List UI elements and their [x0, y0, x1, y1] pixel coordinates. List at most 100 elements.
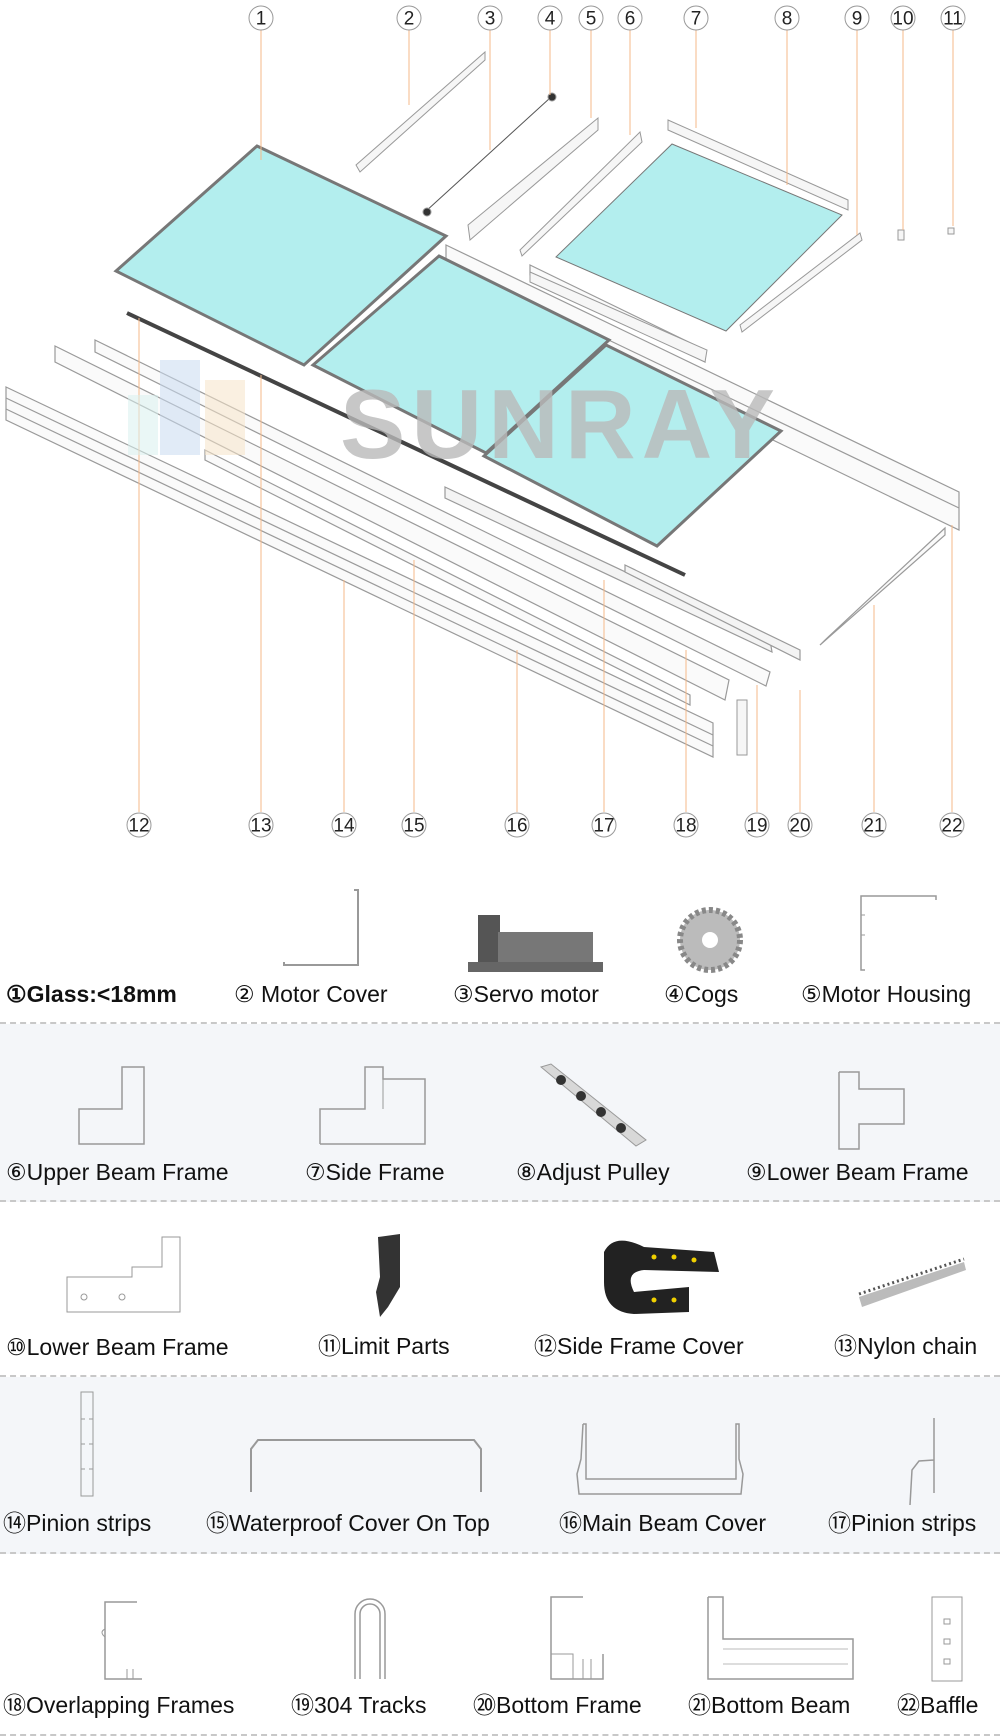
part-label: ⑬Nylon chain: [834, 1333, 978, 1359]
callout-number: 10: [892, 9, 913, 30]
callout-number: 4: [545, 9, 556, 30]
callout-number: 15: [403, 816, 424, 837]
part-label: ⑥Upper Beam Frame: [6, 1159, 229, 1185]
callout-circle: [774, 5, 800, 31]
lower-beam-bracket-icon: [66, 1236, 181, 1313]
part-label: ⑰Pinion strips: [828, 1510, 977, 1536]
callout-number: 18: [675, 816, 696, 837]
callout-circle: [331, 812, 357, 838]
motor-cover-profile-icon: [283, 889, 359, 966]
callout-circle: [844, 5, 870, 31]
parts-row-1: ①Glass:<18mm ② Motor Cover ③Servo motor …: [0, 860, 1000, 1024]
part-label: ㉑Bottom Beam: [688, 1692, 851, 1718]
callout-circle: [940, 5, 966, 31]
callout-number: 8: [782, 9, 793, 30]
callout-number: 12: [128, 816, 149, 837]
parts-row-4: ⑭Pinion strips ⑮Waterproof Cover On Top …: [0, 1377, 1000, 1554]
motor-housing-profile-icon: [860, 895, 937, 971]
pulley-icon: [539, 1063, 647, 1147]
glass-panel-4: [555, 143, 843, 332]
callout-circle: [673, 812, 699, 838]
part-label: ⑮Waterproof Cover On Top: [206, 1510, 490, 1536]
callout-circle: [591, 812, 617, 838]
baffle-icon: [931, 1596, 963, 1682]
callout-number: 7: [691, 9, 702, 30]
callout-circle: [504, 812, 530, 838]
part-label: ⑯Main Beam Cover: [559, 1510, 767, 1536]
part-label: ② Motor Cover: [234, 981, 388, 1007]
track-profile-icon: [354, 1598, 386, 1679]
bottom-beam-profile-icon: [707, 1596, 854, 1680]
part-label: ⑩Lower Beam Frame: [6, 1334, 229, 1360]
servo-motor-icon: [468, 915, 603, 972]
part-label: ㉒Baffle: [897, 1692, 979, 1718]
overlapping-frame-profile-icon: [101, 1601, 142, 1680]
callout-number: 21: [863, 816, 884, 837]
callout-circle: [617, 5, 643, 31]
callout-circle: [396, 5, 422, 31]
part-label: ⑫Side Frame Cover: [534, 1333, 744, 1359]
glass-panel-3: [481, 343, 784, 548]
callout-circle: [578, 5, 604, 31]
callout-number: 13: [250, 816, 271, 837]
pinion-strip-profile-icon: [80, 1391, 94, 1497]
glass-panels: [113, 143, 843, 548]
callout-number: 2: [404, 9, 415, 30]
leader-lines: [138, 30, 954, 812]
exploded-parts: [355, 50, 955, 756]
main-beam-cover-profile-icon: [576, 1423, 744, 1495]
part-label: ⑲304 Tracks: [291, 1692, 427, 1718]
nylon-rack: [126, 311, 686, 577]
part-label: ⑧Adjust Pulley: [516, 1159, 670, 1185]
part-label: ⑳Bottom Frame: [473, 1692, 642, 1718]
part-label: ⑱Overlapping Frames: [3, 1692, 235, 1718]
callout-number: 1: [256, 9, 267, 30]
watermark-text: SUNRAY: [340, 369, 781, 479]
parts-row-5: ⑱Overlapping Frames ⑲304 Tracks ⑳Bottom …: [0, 1554, 1000, 1736]
callout-circle: [683, 5, 709, 31]
side-frame-profile-icon: [319, 1066, 426, 1145]
limit-part-icon: [376, 1234, 400, 1317]
callout-number: 3: [485, 9, 496, 30]
part-label: ⑦Side Frame: [305, 1159, 445, 1185]
callout-number: 14: [333, 816, 355, 837]
parts-row-2: ⑥Upper Beam Frame ⑦Side Frame ⑧Adjust Pu…: [0, 1024, 1000, 1202]
cable-chain-icon: [604, 1240, 719, 1314]
part-label: ⑪Limit Parts: [318, 1333, 450, 1359]
callout-number: 6: [625, 9, 636, 30]
glass-panel-1: [113, 144, 449, 367]
callout-circle: [890, 5, 916, 31]
callout-number: 22: [941, 816, 962, 837]
upper-beam-frame-profile-icon: [78, 1066, 145, 1145]
callout-circle: [861, 812, 887, 838]
callout-number: 16: [506, 816, 527, 837]
callout-number: 11: [943, 9, 963, 30]
sunray-watermark-logo: SUNRAY: [128, 360, 781, 479]
callout-circle: [248, 812, 274, 838]
lower-beam-frame-profile-icon: [838, 1071, 905, 1150]
callout-number: 5: [586, 9, 597, 30]
callout-circle: [787, 812, 813, 838]
callout-circle: [401, 812, 427, 838]
callout-circle: [537, 5, 563, 31]
callout-number: 9: [852, 9, 863, 30]
waterproof-cover-profile-icon: [250, 1439, 482, 1492]
part-label: ⑤Motor Housing: [801, 981, 972, 1007]
pinion-strip-profile-icon: [909, 1418, 935, 1505]
callout-circle: [939, 812, 965, 838]
callout-circle: [744, 812, 770, 838]
bottom-frame-profile-icon: [550, 1596, 604, 1680]
part-label: ④Cogs: [664, 981, 739, 1007]
part-label: ⑭Pinion strips: [3, 1510, 152, 1536]
callout-circle: [477, 5, 503, 31]
parts-row-3: ⑩Lower Beam Frame ⑪Limit Parts ⑫Side Fra…: [0, 1202, 1000, 1377]
part-label: ①Glass:<18mm: [6, 981, 177, 1007]
nylon-rack-icon: [858, 1257, 966, 1307]
part-label: ⑨Lower Beam Frame: [746, 1159, 969, 1185]
callout-circle: [248, 5, 274, 31]
callout-circle: [126, 812, 152, 838]
cog-icon: [677, 907, 743, 973]
callout-number: 20: [789, 816, 810, 837]
